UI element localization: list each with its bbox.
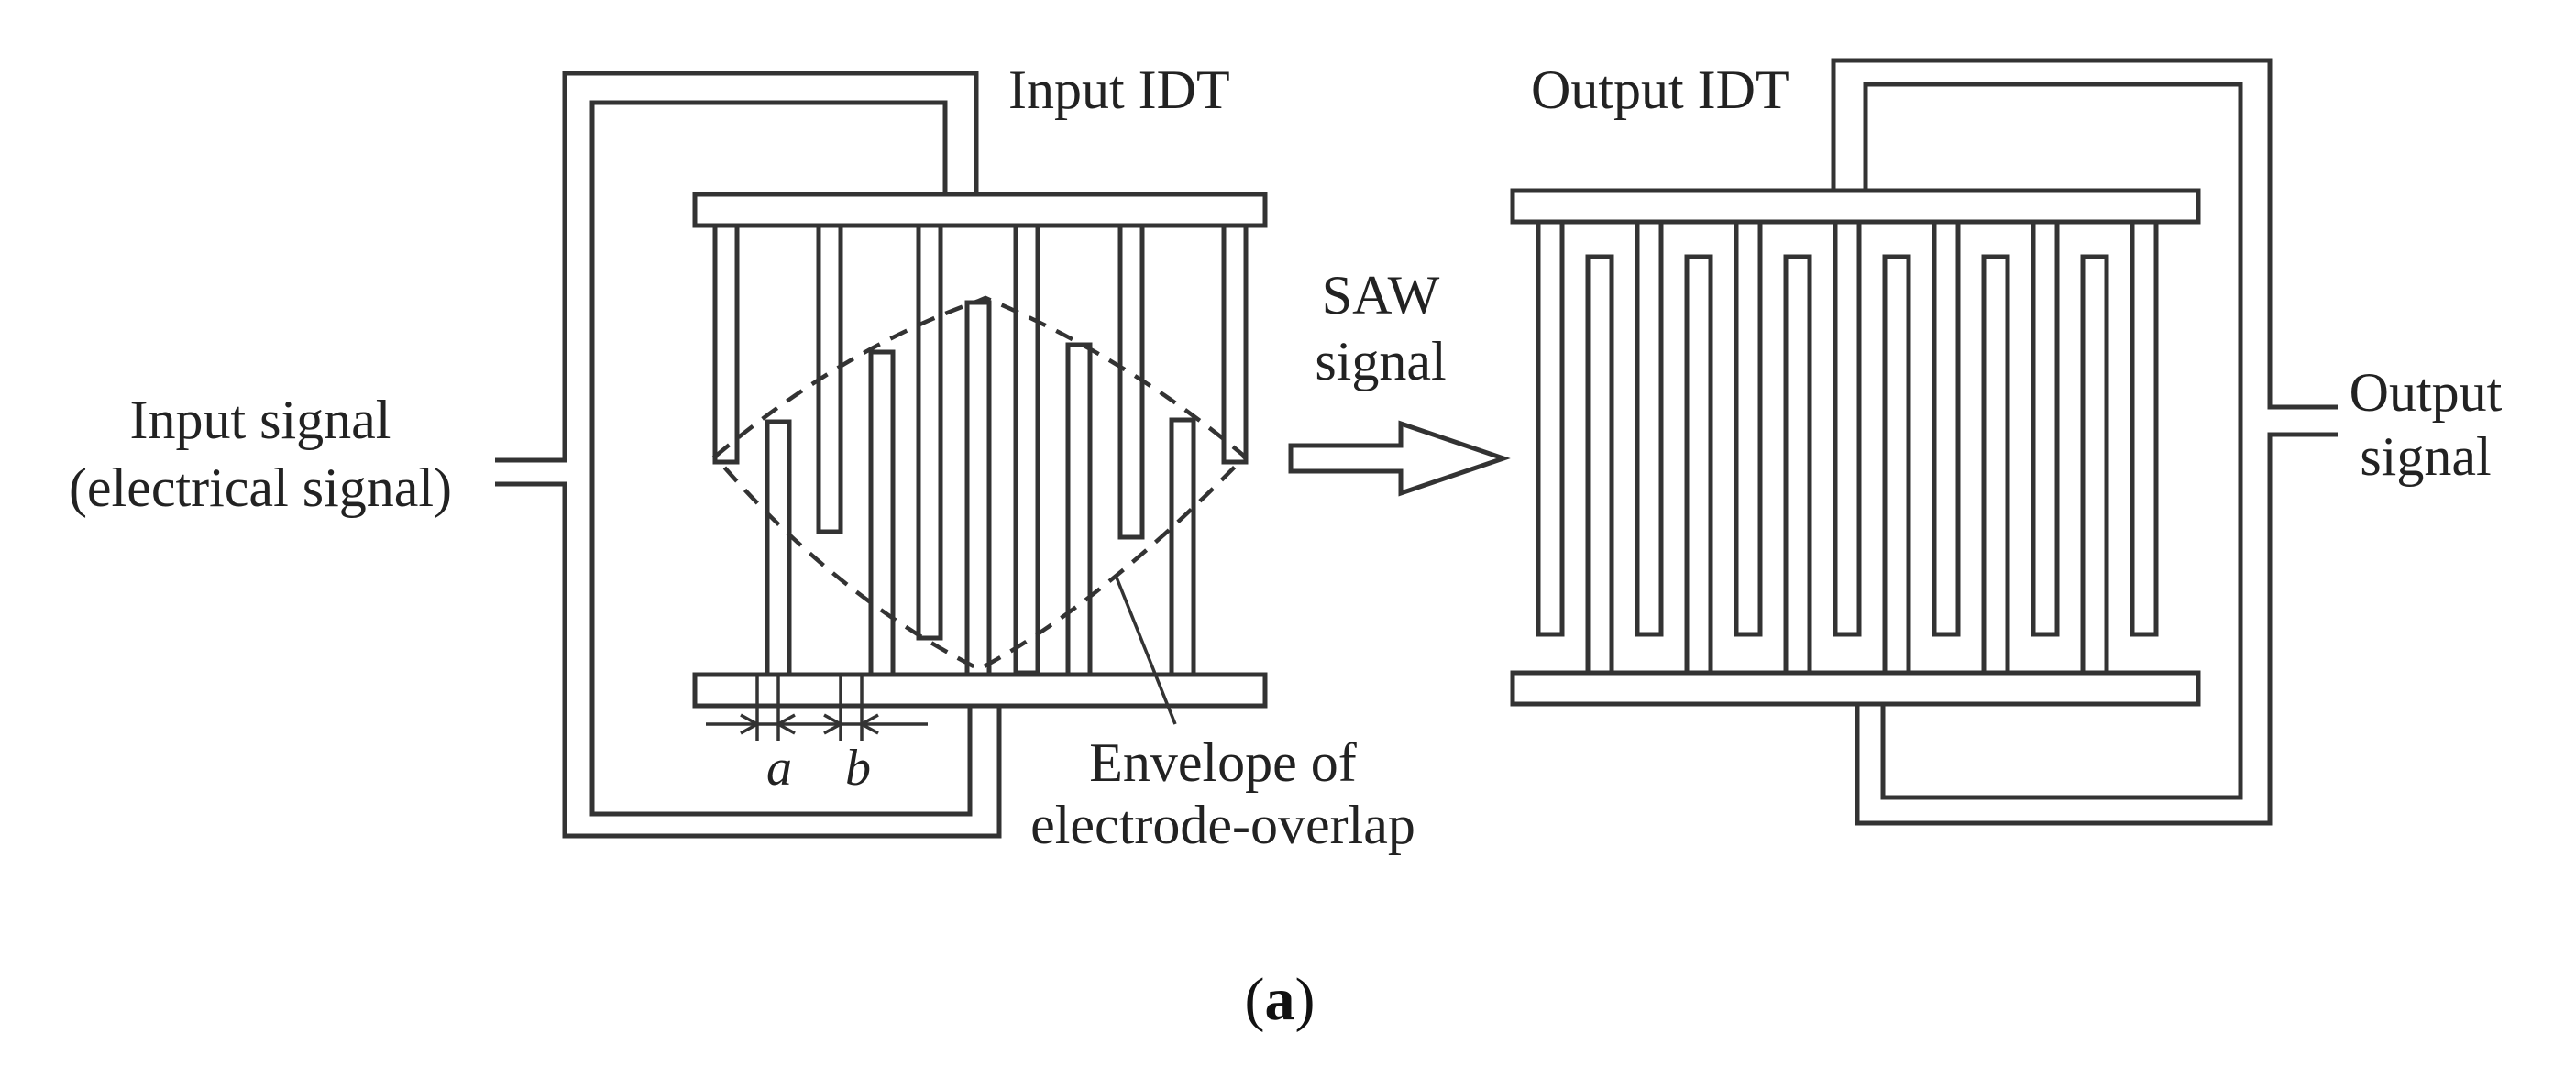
input-idt-label: Input IDT: [1008, 60, 1230, 120]
saw-signal-label-line2: signal: [1315, 331, 1446, 391]
input-finger-bottom-1: [765, 419, 792, 677]
output-idt-label: Output IDT: [1531, 60, 1789, 120]
output-finger-bottom-2: [1684, 254, 1713, 676]
output-top-fingers: [1536, 219, 2159, 637]
caption-letter: a: [1265, 966, 1295, 1033]
output-finger-bottom-4: [1882, 254, 1911, 676]
output-wire-bottom-inner: [1880, 431, 2243, 800]
input-idt: a b: [495, 71, 1268, 839]
input-wire-inner: [589, 100, 948, 488]
dim-b-label: b: [845, 740, 871, 797]
input-finger-bottom-3: [964, 300, 992, 677]
output-signal-label-line1: Output: [2350, 362, 2503, 423]
input-finger-top-5: [1117, 223, 1145, 540]
envelope-label-line2: electrode-overlap: [1030, 795, 1415, 855]
input-wire-bottom-outer: [495, 481, 1002, 839]
output-finger-top-6: [2031, 219, 2060, 637]
output-bottom-fingers: [1585, 254, 2109, 676]
input-signal-label-line1: Input signal: [130, 390, 391, 450]
output-bottom-busbar: [1510, 670, 2201, 707]
dim-arrow-left-1: [740, 713, 761, 735]
output-top-busbar: [1510, 188, 2201, 225]
envelope-label-line1: Envelope of: [1089, 732, 1357, 793]
dim-a-label: a: [766, 740, 792, 797]
output-finger-top-1: [1536, 219, 1565, 637]
output-finger-bottom-3: [1783, 254, 1812, 676]
saw-arrow: [1288, 420, 1511, 497]
output-finger-bottom-5: [1981, 254, 2010, 676]
input-wire-bottom-inner: [589, 488, 973, 817]
input-finger-bottom-4: [1065, 342, 1093, 677]
dimension-markers: a b: [706, 675, 928, 797]
input-top-busbar: [692, 192, 1268, 228]
output-finger-top-3: [1734, 219, 1763, 637]
input-wire-outer: [495, 71, 979, 463]
output-finger-top-7: [2130, 219, 2159, 637]
output-wire-outer: [1831, 58, 2338, 410]
output-wire-inner: [1863, 82, 2243, 431]
dim-arrow-right-1: [775, 713, 796, 735]
input-finger-top-1: [712, 223, 740, 465]
caption-close: ): [1295, 966, 1316, 1033]
envelope-dashed-curve: [711, 295, 1249, 672]
input-bottom-fingers: [765, 300, 1196, 677]
output-signal-label-line2: signal: [2360, 426, 2491, 487]
input-bottom-busbar: [692, 672, 1268, 709]
input-finger-top-3: [916, 223, 943, 641]
figure-caption: (a): [1245, 966, 1316, 1033]
input-finger-top-4: [1013, 223, 1040, 676]
input-top-fingers: [712, 223, 1249, 676]
output-finger-bottom-6: [2080, 254, 2109, 676]
dim-arrow-left-2: [823, 713, 844, 735]
input-finger-bottom-2: [868, 349, 896, 677]
input-finger-bottom-5: [1169, 417, 1196, 677]
output-finger-top-4: [1833, 219, 1862, 637]
dim-arrow-right-2: [858, 713, 879, 735]
caption-open: (: [1245, 966, 1265, 1033]
output-wire-bottom-outer: [1855, 432, 2338, 826]
output-finger-top-2: [1635, 219, 1664, 637]
input-signal-label-line2: (electrical signal): [69, 457, 452, 518]
input-finger-top-6: [1221, 223, 1249, 465]
output-idt: [1510, 58, 2338, 826]
output-finger-bottom-1: [1585, 254, 1614, 676]
envelope-leader-line: [1115, 577, 1177, 725]
output-finger-top-5: [1932, 219, 1961, 637]
saw-signal-label-line1: SAW: [1322, 265, 1440, 325]
